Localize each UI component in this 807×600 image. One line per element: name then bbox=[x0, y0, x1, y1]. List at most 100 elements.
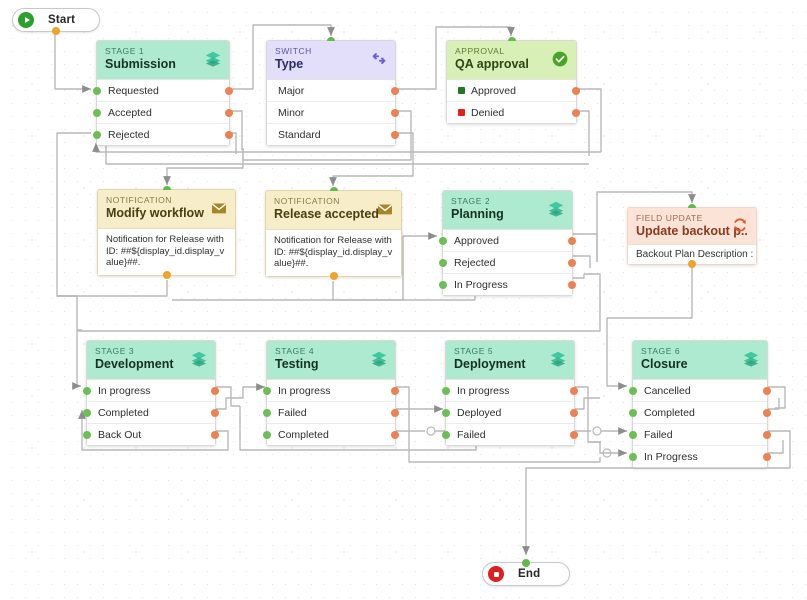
node-planning[interactable]: STAGE 2 Planning Approved Rejected In P bbox=[439, 190, 576, 296]
node-title: Modify workflow bbox=[106, 206, 204, 220]
output-port[interactable] bbox=[763, 452, 771, 461]
node-header: STAGE 1 Submission bbox=[97, 41, 229, 79]
row-rejected[interactable]: Rejected bbox=[439, 251, 576, 273]
input-port[interactable] bbox=[93, 108, 101, 117]
node-kind: STAGE 1 bbox=[105, 46, 145, 56]
input-port[interactable] bbox=[83, 408, 91, 417]
row-cancelled[interactable]: Cancelled bbox=[629, 379, 771, 401]
node-deployment[interactable]: STAGE 5 Deployment In progress Deployed bbox=[442, 340, 578, 446]
notification-output-port[interactable] bbox=[329, 271, 338, 280]
output-port[interactable] bbox=[225, 130, 233, 139]
row-failed[interactable]: Failed bbox=[629, 423, 771, 445]
row-standard[interactable]: Standard bbox=[267, 123, 399, 145]
node-type-switch[interactable]: SWITCH Type Major Minor Standard bbox=[266, 37, 399, 146]
row-in-progress[interactable]: In Progress bbox=[439, 273, 576, 295]
input-port[interactable] bbox=[439, 236, 447, 245]
input-port[interactable] bbox=[629, 452, 637, 461]
input-port[interactable] bbox=[629, 386, 637, 395]
node-qa-approval[interactable]: APPROVAL QA approval Approved Denied bbox=[446, 37, 580, 124]
row-deployed[interactable]: Deployed bbox=[442, 401, 578, 423]
input-port[interactable] bbox=[629, 408, 637, 417]
node-testing[interactable]: STAGE 4 Testing In progress Failed Comp bbox=[263, 340, 399, 446]
node-header: APPROVAL QA approval bbox=[447, 41, 576, 79]
notification-text: Notification for Release with ID: ##${di… bbox=[98, 228, 235, 275]
row-back-out[interactable]: Back Out bbox=[83, 423, 219, 445]
node-kind: STAGE 5 bbox=[454, 346, 494, 356]
output-port[interactable] bbox=[225, 108, 233, 117]
row-label: Rejected bbox=[108, 128, 150, 141]
row-rejected[interactable]: Rejected bbox=[93, 123, 233, 145]
row-approved[interactable]: Approved bbox=[439, 229, 576, 251]
input-port[interactable] bbox=[93, 86, 101, 95]
node-update-backout-plan[interactable]: FIELD UPDATE Update backout p... Backout… bbox=[627, 204, 757, 268]
row-failed[interactable]: Failed bbox=[442, 423, 578, 445]
output-port[interactable] bbox=[570, 386, 578, 395]
output-port[interactable] bbox=[572, 108, 580, 117]
output-port[interactable] bbox=[570, 408, 578, 417]
node-modify-workflow[interactable]: NOTIFICATION Modify workflow Notificatio… bbox=[97, 186, 236, 279]
output-port[interactable] bbox=[763, 386, 771, 395]
end-node[interactable]: End bbox=[482, 559, 570, 586]
start-node[interactable]: Start bbox=[12, 8, 100, 35]
input-port[interactable] bbox=[83, 386, 91, 395]
row-in-progress[interactable]: In Progress bbox=[629, 445, 771, 467]
input-port[interactable] bbox=[442, 430, 450, 439]
output-port[interactable] bbox=[763, 408, 771, 417]
node-title: Closure bbox=[641, 357, 688, 371]
output-port[interactable] bbox=[391, 386, 399, 395]
input-port[interactable] bbox=[263, 386, 271, 395]
start-output-port[interactable] bbox=[52, 27, 60, 35]
row-failed[interactable]: Failed bbox=[263, 401, 399, 423]
envelope-icon bbox=[211, 203, 227, 214]
output-port[interactable] bbox=[568, 258, 576, 267]
row-label: Accepted bbox=[108, 106, 152, 119]
input-port[interactable] bbox=[442, 386, 450, 395]
input-port[interactable] bbox=[93, 130, 101, 139]
input-port[interactable] bbox=[439, 258, 447, 267]
field-update-output-port[interactable] bbox=[688, 260, 696, 268]
input-port[interactable] bbox=[629, 430, 637, 439]
output-port[interactable] bbox=[391, 108, 399, 117]
node-release-accepted[interactable]: NOTIFICATION Release accepted Notificati… bbox=[265, 187, 402, 280]
output-port[interactable] bbox=[568, 236, 576, 245]
row-label: Failed bbox=[278, 406, 307, 419]
input-port[interactable] bbox=[263, 430, 271, 439]
output-port[interactable] bbox=[211, 408, 219, 417]
row-major[interactable]: Major bbox=[267, 79, 399, 101]
row-minor[interactable]: Minor bbox=[267, 101, 399, 123]
output-port[interactable] bbox=[391, 430, 399, 439]
refresh-icon bbox=[734, 218, 746, 232]
row-completed[interactable]: Completed bbox=[263, 423, 399, 445]
input-port[interactable] bbox=[442, 408, 450, 417]
node-development[interactable]: STAGE 3 Development In progress Complete… bbox=[83, 340, 219, 446]
row-denied[interactable]: Denied bbox=[447, 101, 580, 123]
output-port[interactable] bbox=[211, 386, 219, 395]
output-port[interactable] bbox=[225, 86, 233, 95]
input-port[interactable] bbox=[83, 430, 91, 439]
row-in-progress[interactable]: In progress bbox=[442, 379, 578, 401]
output-port[interactable] bbox=[572, 86, 580, 95]
node-submission[interactable]: STAGE 1 Submission Requested Accepted R bbox=[93, 40, 233, 146]
notification-output-port[interactable] bbox=[162, 270, 171, 279]
row-in-progress[interactable]: In progress bbox=[263, 379, 399, 401]
output-port[interactable] bbox=[763, 430, 771, 439]
row-completed[interactable]: Completed bbox=[83, 401, 219, 423]
row-requested[interactable]: Requested bbox=[93, 79, 233, 101]
node-closure[interactable]: STAGE 6 Closure Cancelled Completed Fai bbox=[629, 340, 771, 468]
row-in-progress[interactable]: In progress bbox=[83, 379, 219, 401]
output-port[interactable] bbox=[570, 430, 578, 439]
input-port[interactable] bbox=[439, 280, 447, 289]
output-port[interactable] bbox=[211, 430, 219, 439]
row-approved[interactable]: Approved bbox=[447, 79, 580, 101]
input-port[interactable] bbox=[263, 408, 271, 417]
end-input-port[interactable] bbox=[522, 559, 530, 567]
output-port[interactable] bbox=[391, 86, 399, 95]
row-completed[interactable]: Completed bbox=[629, 401, 771, 423]
output-port[interactable] bbox=[391, 130, 399, 139]
node-rows: Approved Rejected In Progress bbox=[439, 229, 576, 295]
output-port[interactable] bbox=[568, 280, 576, 289]
node-header: STAGE 2 Planning bbox=[443, 191, 572, 229]
row-accepted[interactable]: Accepted bbox=[93, 101, 233, 123]
output-port[interactable] bbox=[391, 408, 399, 417]
